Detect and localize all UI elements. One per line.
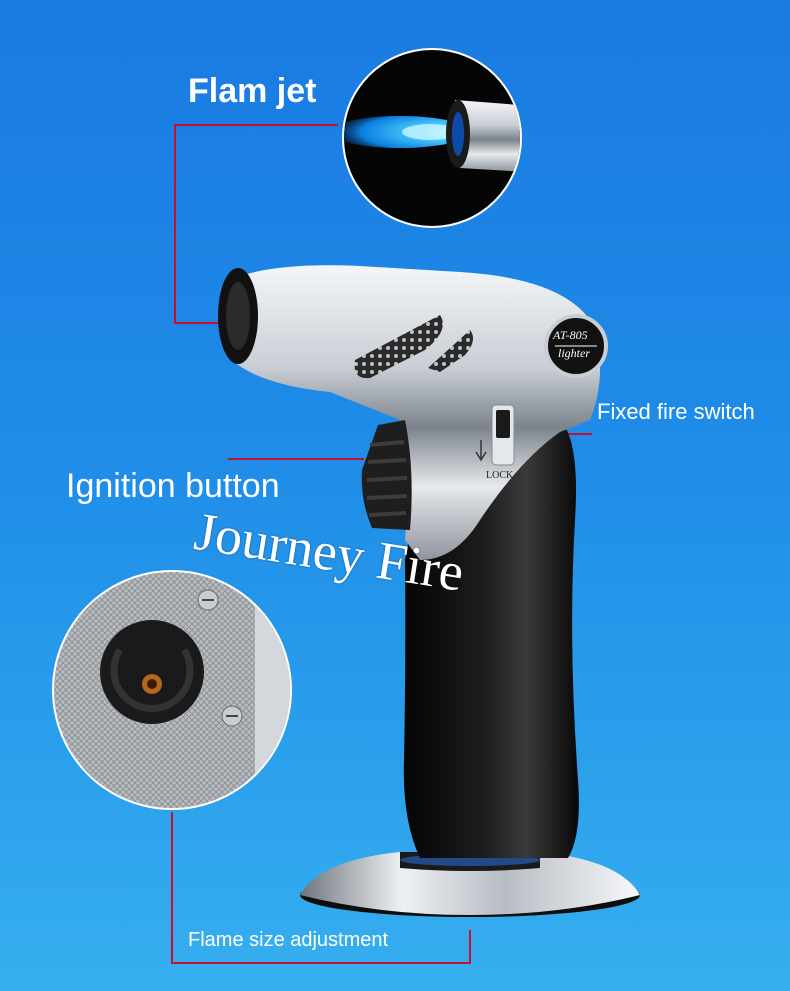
- lighter-head: [218, 265, 608, 560]
- flame-size-adjustment-label: Flame size adjustment: [188, 929, 389, 951]
- badge-word-text: lighter: [558, 346, 590, 360]
- flame-size-callout-line: [171, 812, 471, 964]
- badge-model-text: AT-805: [553, 328, 588, 342]
- lock-label: LOCK: [486, 470, 514, 481]
- fixed-fire-switch-label: Fixed fire switch: [597, 399, 755, 424]
- air-vent: [428, 330, 474, 372]
- blue-flame: [344, 116, 470, 148]
- flame-adjust-inset: + −: [52, 570, 292, 810]
- flame-jet-inset: [342, 48, 522, 228]
- lighter-base: [300, 852, 640, 917]
- svg-text:−: −: [150, 621, 157, 635]
- ignition-trigger: [361, 420, 412, 530]
- svg-text:+: +: [118, 665, 125, 679]
- air-vent: [354, 315, 443, 379]
- flam-jet-callout-line: [174, 124, 338, 324]
- flam-jet-label: Flam jet: [188, 72, 317, 110]
- ignition-button-label: Ignition button: [66, 467, 280, 505]
